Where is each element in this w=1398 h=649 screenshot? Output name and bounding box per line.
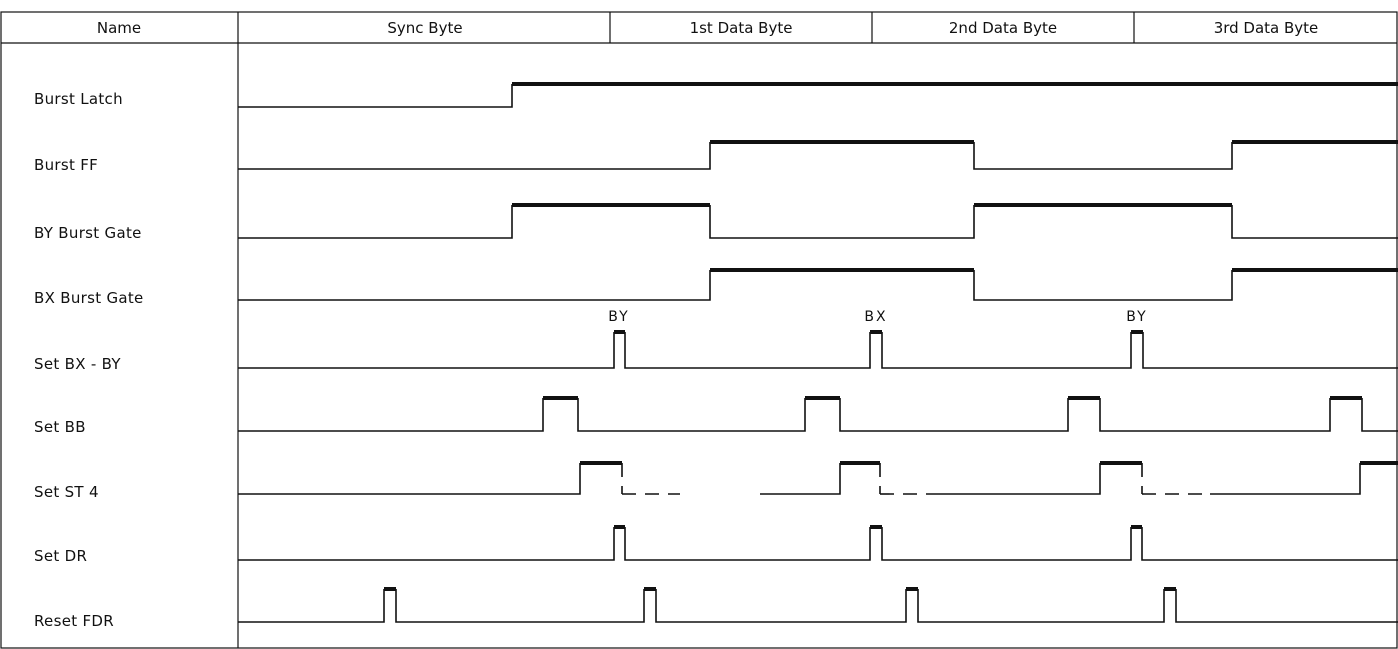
signal-label-set-st4: Set ST 4	[34, 483, 99, 501]
header-name: Name	[97, 19, 141, 37]
waveform-set-dr	[238, 525, 1398, 561]
header-2nd-data-byte: 2nd Data Byte	[949, 19, 1057, 37]
waveform-set-bb	[238, 396, 1398, 432]
waveform-reset-fdr	[238, 587, 1398, 623]
header-1st-data-byte: 1st Data Byte	[690, 19, 793, 37]
waveform-set-bx-by	[238, 330, 1398, 369]
signal-label-by-burst-gate: BY Burst Gate	[34, 224, 142, 242]
header-sync-byte: Sync Byte	[387, 19, 462, 37]
waveform-by-burst-gate	[238, 203, 1398, 239]
waveform-bx-burst-gate	[238, 268, 1398, 301]
pulse-annotation-by: BY	[1126, 309, 1147, 325]
waveform-set-st4	[238, 461, 1398, 495]
signal-label-set-bb: Set BB	[34, 418, 86, 436]
signal-label-set-bx-by: Set BX - BY	[34, 355, 121, 373]
pulse-annotation-bx: BX	[864, 309, 887, 325]
signal-label-bx-burst-gate: BX Burst Gate	[34, 289, 144, 307]
diagram-border	[0, 11, 1398, 649]
signal-label-burst-latch: Burst Latch	[34, 90, 123, 108]
signal-label-burst-ff: Burst FF	[34, 156, 98, 174]
signal-label-reset-fdr: Reset FDR	[34, 612, 114, 630]
waveform-burst-ff	[238, 140, 1398, 170]
pulse-annotation-by: BY	[608, 309, 629, 325]
header-3rd-data-byte: 3rd Data Byte	[1214, 19, 1319, 37]
waveform-burst-latch	[238, 82, 1398, 108]
signal-label-set-dr: Set DR	[34, 547, 87, 565]
